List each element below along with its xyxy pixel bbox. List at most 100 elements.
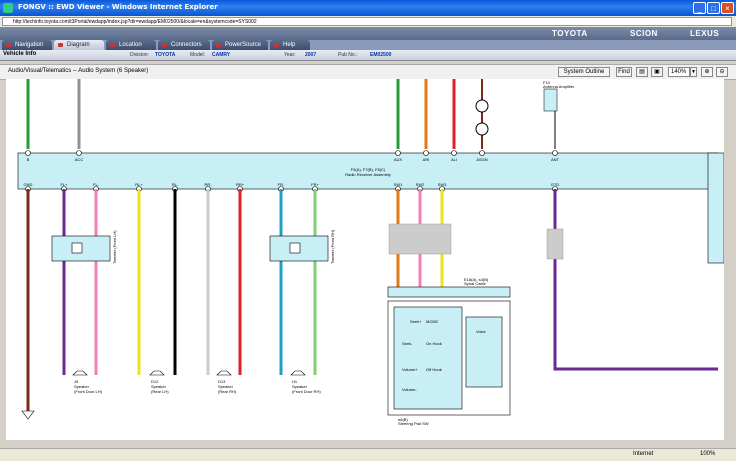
maximize-button[interactable]: □ xyxy=(707,2,720,14)
pad-label: Volume+ xyxy=(402,367,418,372)
year-value: 2007 xyxy=(305,52,317,58)
tab-powersource[interactable]: PowerSource xyxy=(212,40,268,50)
system-outline-button[interactable]: System Outline xyxy=(558,67,610,77)
tab-label: Diagram xyxy=(67,42,90,48)
diagram-canvas: F10 Antenna Amplifier F9(A), F7(B), F8(C… xyxy=(17,79,725,426)
spiral-cable-box xyxy=(387,286,511,298)
pin xyxy=(25,150,31,156)
wiring-diagram[interactable]: F10 Antenna Amplifier F9(A), F7(B), F8(C… xyxy=(6,79,725,440)
pin-label: SW2 xyxy=(416,182,425,187)
antenna-amplifier-box xyxy=(543,88,558,112)
speaker-label: Speaker xyxy=(292,384,308,389)
tweeter-rh-label: Tweeter (Front RH) xyxy=(330,229,335,264)
tab-help[interactable]: Help xyxy=(270,40,310,50)
pin-label: GND xyxy=(24,182,33,187)
lexus-logo: LEXUS xyxy=(690,29,720,38)
speaker-label: (Front Door RH) xyxy=(292,389,321,394)
diagram-toolbar: Audio/Visual/Telematics -- Audio System … xyxy=(0,64,736,80)
ie-icon xyxy=(3,3,13,13)
speaker-label: Speaker xyxy=(74,384,90,389)
speaker-icon xyxy=(149,370,165,376)
fit-icon[interactable]: ▣ xyxy=(651,67,663,77)
radio-receiver-box xyxy=(17,152,719,190)
pin-label: FL- xyxy=(93,182,100,187)
pad-label: MODE xyxy=(426,319,438,324)
pin xyxy=(552,150,558,156)
model-label: Model: xyxy=(190,52,206,58)
speaker-label: Speaker xyxy=(218,384,234,389)
model-value: CAMRY xyxy=(212,52,231,58)
tweeter-symbol xyxy=(71,242,83,254)
print-icon[interactable]: ▤ xyxy=(636,67,648,77)
speaker-icon xyxy=(290,370,306,376)
radio-id: F9(A), F7(B), F8(C) xyxy=(351,167,386,172)
speaker-label: (Rear RH) xyxy=(218,389,237,394)
tab-label: Connectors xyxy=(171,42,202,48)
pin-label: RR+ xyxy=(236,182,245,187)
steering-pad-label: Steering Pad SW xyxy=(398,421,429,426)
steering-pad-switch-box xyxy=(393,306,463,410)
minimize-button[interactable]: _ xyxy=(693,2,706,14)
zoom-select[interactable]: 140% xyxy=(668,67,690,77)
tweeter-lh-label: Tweeter (Front LH) xyxy=(112,230,117,264)
tab-diagram[interactable]: Diagram xyxy=(54,40,104,50)
window-title: FONGV :: EWD Viewer - Windows Internet E… xyxy=(18,3,218,11)
tab-location[interactable]: Location xyxy=(106,40,156,50)
pin-label: RL- xyxy=(172,182,179,187)
speaker-icon xyxy=(216,370,232,376)
jack-symbol xyxy=(475,122,489,136)
pad-label: Seek+ xyxy=(410,319,422,324)
tab-icon xyxy=(110,43,115,47)
zoom-out-icon[interactable]: ⊖ xyxy=(716,67,728,77)
radio-label: Radio Receiver Assembly xyxy=(345,172,391,177)
tab-connectors[interactable]: Connectors xyxy=(158,40,210,50)
wire-gtd-purple xyxy=(553,189,718,371)
pin xyxy=(479,150,485,156)
pin-label: SW1 xyxy=(394,182,403,187)
tab-label: PowerSource xyxy=(225,42,262,48)
find-button[interactable]: Find xyxy=(616,67,632,77)
junction-block xyxy=(546,228,564,260)
speaker-id: D12 xyxy=(151,379,159,384)
pin-label: RL+ xyxy=(135,182,143,187)
pin xyxy=(76,150,82,156)
diagram-title: Audio/Visual/Telematics -- Audio System … xyxy=(8,68,149,74)
title-bar: FONGV :: EWD Viewer - Windows Internet E… xyxy=(0,0,736,16)
pin-label: ALI xyxy=(451,157,457,162)
pin-label: ASGN xyxy=(476,157,487,162)
speaker-label: (Front Door LH) xyxy=(74,389,103,394)
url-field[interactable]: http://techinfo.toyota.com/t3Portal/ewda… xyxy=(2,17,732,26)
tab-icon xyxy=(216,43,221,47)
pad-label: Volume- xyxy=(402,387,417,392)
junction-block xyxy=(388,223,452,255)
pin-label: AUX xyxy=(394,157,403,162)
pub-value: EM02500 xyxy=(370,52,392,58)
vehicle-info-heading: Vehicle Info xyxy=(3,51,37,57)
jack-symbol xyxy=(475,99,489,113)
pin-label: B xyxy=(27,157,30,162)
toyota-logo: TOYOTA xyxy=(552,29,588,38)
ground-icon xyxy=(21,410,35,420)
partial-component-box xyxy=(707,152,725,264)
pin-label: FR- xyxy=(278,182,285,187)
scion-logo: SCION xyxy=(630,29,658,38)
internet-zone: Internet xyxy=(633,451,654,457)
close-button[interactable]: × xyxy=(721,2,734,14)
pad-label: On Hook xyxy=(426,341,442,346)
speaker-id: J5 xyxy=(74,379,79,384)
pub-label: Pub No.: xyxy=(338,52,358,58)
pin xyxy=(395,150,401,156)
vehicle-info-bar: Vehicle Info Division: TOYOTA Model: CAM… xyxy=(0,50,736,61)
zoom-in-icon[interactable]: ⊕ xyxy=(701,67,713,77)
pad-label: Off Hook xyxy=(426,367,442,372)
division-label: Division: xyxy=(130,52,149,58)
spiral-cable-label: Spiral Cable xyxy=(464,281,487,286)
tweeter-symbol xyxy=(289,242,301,254)
tab-navigation[interactable]: Navigation xyxy=(2,40,52,50)
chevron-down-icon[interactable]: ▼ xyxy=(690,67,697,77)
year-label: Year: xyxy=(284,52,296,58)
division-value: TOYOTA xyxy=(155,52,176,58)
tab-label: Help xyxy=(283,42,296,48)
